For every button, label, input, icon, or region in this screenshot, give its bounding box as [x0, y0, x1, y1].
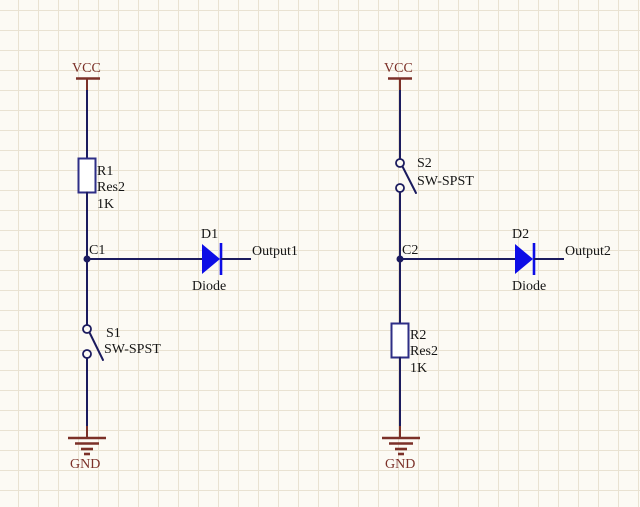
- power-net-label[interactable]: VCC: [72, 61, 101, 76]
- diode-part[interactable]: Diode: [192, 279, 227, 294]
- diode-d2-anode-triangle[interactable]: [515, 244, 533, 274]
- ground-net-label[interactable]: GND: [70, 457, 101, 472]
- output-net-label[interactable]: Output1: [252, 244, 298, 259]
- resistor-designator[interactable]: R2: [410, 328, 427, 343]
- resistor-part[interactable]: Res2: [97, 180, 125, 195]
- switch-s2-lever[interactable]: [401, 165, 417, 194]
- switch-designator[interactable]: S2: [417, 156, 432, 171]
- switch-s1-bottom-pin[interactable]: [82, 349, 92, 359]
- diode-d1-anode-triangle[interactable]: [202, 244, 220, 274]
- circuit-1: [68, 77, 251, 456]
- net-node-label[interactable]: C2: [402, 243, 419, 258]
- switch-designator[interactable]: S1: [106, 326, 121, 341]
- circuit-2: [382, 77, 564, 456]
- resistor-value[interactable]: 1K: [97, 197, 115, 212]
- resistor-part[interactable]: Res2: [410, 344, 438, 359]
- resistor-r2-body[interactable]: [390, 322, 410, 359]
- switch-s2-bottom-pin[interactable]: [395, 183, 405, 193]
- resistor-designator[interactable]: R1: [97, 164, 114, 179]
- output-net-label[interactable]: Output2: [565, 244, 611, 259]
- diode-designator[interactable]: D1: [201, 227, 219, 242]
- diode-designator[interactable]: D2: [512, 227, 530, 242]
- switch-part[interactable]: SW-SPST: [417, 174, 474, 189]
- switch-s1-lever[interactable]: [88, 331, 104, 361]
- diode-part[interactable]: Diode: [512, 279, 547, 294]
- net-node-label[interactable]: C1: [89, 243, 106, 258]
- resistor-r1-body[interactable]: [77, 157, 97, 194]
- switch-part[interactable]: SW-SPST: [104, 342, 161, 357]
- resistor-value[interactable]: 1K: [410, 361, 428, 376]
- ground-net-label[interactable]: GND: [385, 457, 416, 472]
- switch-s1-top-pin[interactable]: [82, 324, 92, 334]
- power-net-label[interactable]: VCC: [384, 61, 413, 76]
- switch-s2-top-pin[interactable]: [395, 158, 405, 168]
